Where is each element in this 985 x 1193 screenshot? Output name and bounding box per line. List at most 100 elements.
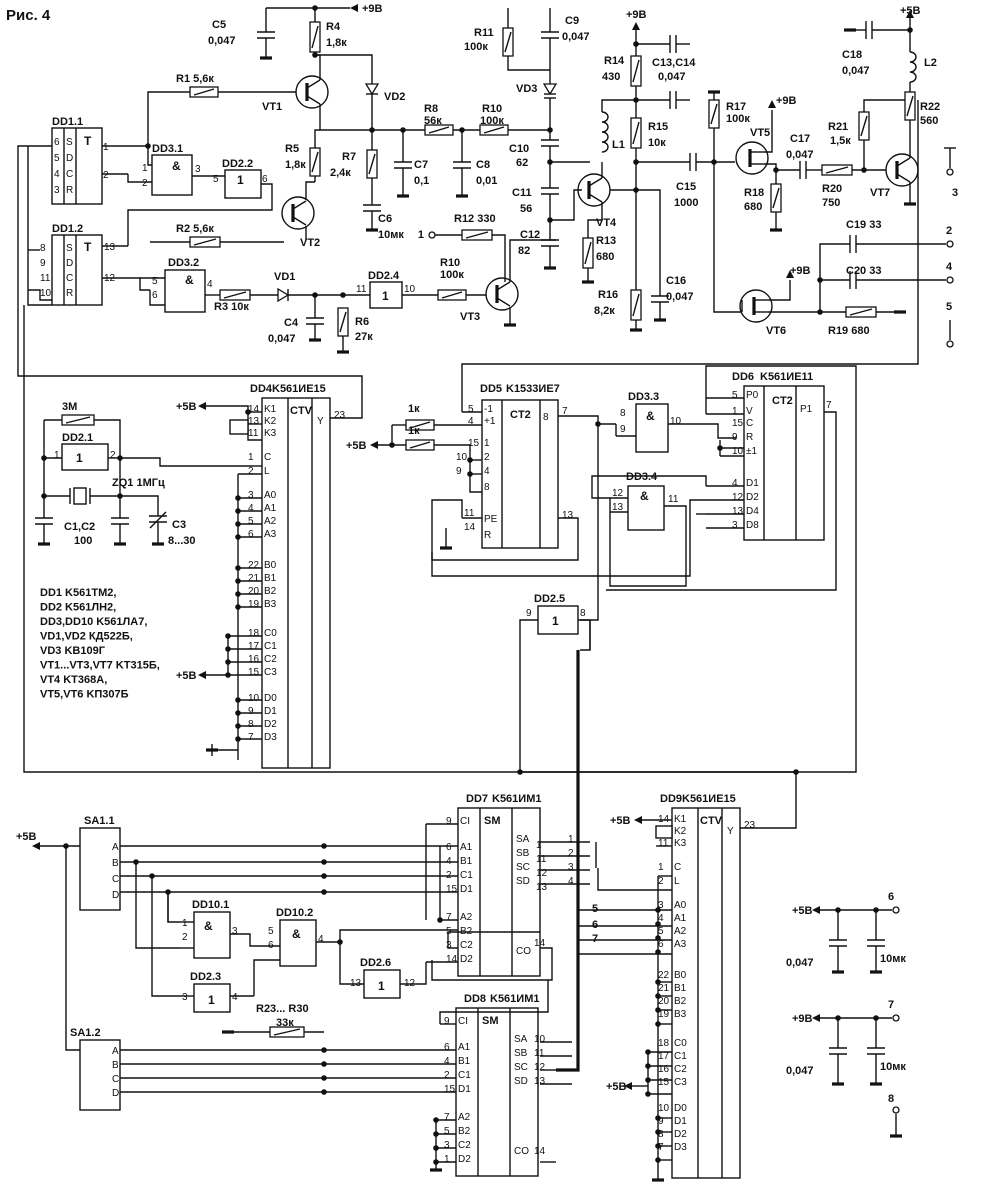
resistor-value: 750 [822,197,840,209]
resistor-label: R15 [648,121,668,133]
pin-label: C3 [264,667,277,678]
resistor-value: 680 [596,251,614,263]
transistor-label: VT2 [300,237,320,249]
pin-number: 4 [248,503,254,514]
pin-number: 14 [534,1146,546,1157]
chip-name: DD3.2 [168,257,199,269]
wire [306,95,321,105]
resistor-value: 8,2к [594,305,615,317]
junction-dot [389,442,395,448]
pin-number: 5 [152,276,158,287]
resistor-stripe [409,441,431,449]
wire [509,239,556,282]
resistor-value: 56к [424,115,442,127]
pin-number: 7 [248,732,254,743]
pin-number: 9 [620,424,626,435]
wire [549,146,590,163]
cap-label: C11 [512,187,532,199]
cap-value: 0,047 [666,291,694,303]
junction-dot [235,604,241,610]
pin-label: K1 [674,814,687,825]
pin-label: C1 [264,641,277,652]
chip-name: DD1.1 [52,116,83,128]
resistor-stripe [428,126,450,134]
resistor-label: R23... R30 [256,1003,309,1015]
supply-label: +5В [606,1081,627,1093]
wire [713,162,742,313]
junction-dot [817,309,823,315]
wire [120,495,159,516]
resistor-stripe [465,231,489,239]
arrow-icon [350,4,358,12]
pin-label: A1 [264,503,277,514]
diode-label: VD1 [274,271,295,283]
pin-number: 15 [732,418,744,429]
pin-number: 12 [536,868,548,879]
pin-label: SA [514,1034,528,1045]
wire [253,959,280,996]
wire [496,281,511,291]
resistor-stripe [584,241,592,265]
chip-name: DD4 [250,383,273,395]
pin-label: B1 [458,1056,471,1067]
parts-list-item: VT5,VT6 KП307Б [40,689,129,701]
terminal-label: 4 [946,261,953,273]
junction-dot [235,736,241,742]
cap-label: C19 33 [846,219,881,231]
wire [27,146,52,306]
resistor-label: R20 [822,183,842,195]
pin-label: C0 [264,628,277,639]
resistor-stripe [65,416,91,424]
chip-func: & [204,919,213,933]
pin-number: 9 [444,1016,450,1027]
junction-dot [321,1089,327,1095]
transistor-label: VT1 [262,101,282,113]
resistor-stripe [193,88,215,96]
chip-func: 1 [382,289,389,303]
pin-label: SD [516,876,530,887]
chip-name: DD2.2 [222,158,253,170]
chip-name: DD3.3 [628,391,659,403]
pin-number: 10 [456,452,468,463]
wire [668,423,736,439]
junction-dot [655,907,661,913]
pin-number: 13 [104,242,116,253]
pin-number: 13 [732,506,744,517]
resistor-stripe [849,308,873,316]
resistor-value: 430 [602,71,620,83]
pin-number: 16 [658,1064,670,1075]
pin-label: A1 [674,913,687,924]
resistor-value: 680 [744,201,762,213]
pin-number: 13 [248,416,260,427]
junction-dot [655,993,661,999]
resistor-label: R18 [744,187,764,199]
pin-number: 8 [658,1129,664,1140]
resistor-value: 1,5к [830,135,851,147]
junction-dot [467,457,473,463]
pin-number: 23 [744,820,756,831]
chip-name: DD1.2 [52,223,83,235]
chip-func: & [646,409,655,423]
chip-type: K561ИМ1 [492,793,541,805]
supply-label: +5В [792,905,813,917]
resistor-stripe [311,25,319,49]
pin-label: CI [458,1016,468,1027]
arrow-icon [624,1082,632,1090]
resistor-label: R22 [920,101,940,113]
cap-value: 0,1 [414,175,429,187]
pin-number: 1 [142,163,148,174]
pin-number: 2 [444,1070,450,1081]
parts-list-item: DD3,DD10 K561ЛА7, [40,616,147,628]
wire [306,79,321,89]
junction-dot [312,5,318,11]
pin-number: 13 [612,502,624,513]
